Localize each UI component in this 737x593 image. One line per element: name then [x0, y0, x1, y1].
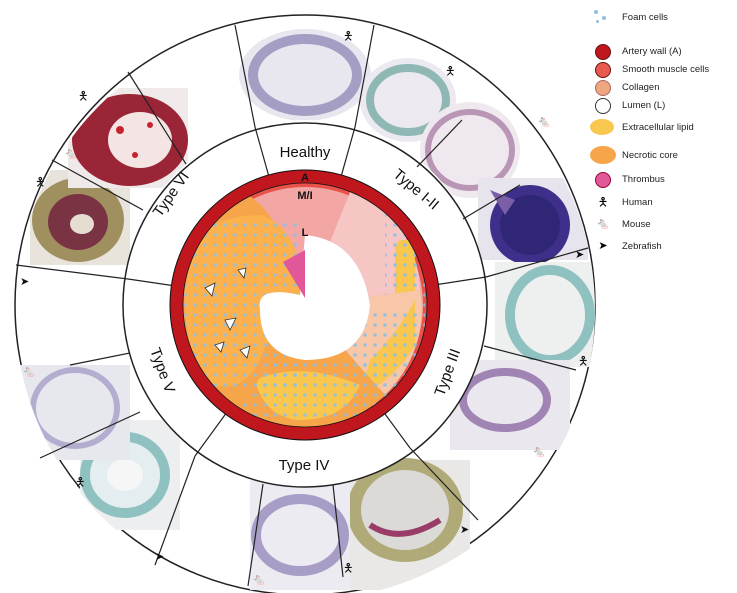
legend-label: Human — [622, 197, 653, 208]
label-media-intima: M/I — [297, 190, 312, 202]
lumen-swatch — [595, 98, 611, 114]
foam-cells-icon — [590, 8, 616, 26]
lipid-swatch — [590, 119, 614, 135]
legend-item-mouse: 🐁 Mouse — [590, 215, 651, 233]
zebrafish-icon: ➤ — [590, 237, 616, 255]
human-icon: 🯅 — [445, 64, 456, 78]
mouse-icon: 🐁 — [252, 573, 266, 586]
legend-item-thrombus: Thrombus — [590, 170, 665, 188]
mouse-icon: 🐁 — [590, 215, 616, 233]
legend-label: Artery wall (A) — [622, 46, 682, 57]
human-icon: 🯅 — [590, 193, 616, 211]
mouse-icon: 🐁 — [532, 445, 546, 458]
artery-wall-swatch — [595, 44, 611, 60]
legend-label: Collagen — [622, 82, 660, 93]
human-icon: 🯅 — [578, 354, 589, 368]
human-icon: 🯅 — [343, 29, 354, 43]
mouse-icon: 🐁 — [22, 365, 36, 378]
legend-item-foam-cells: Foam cells — [590, 8, 668, 26]
legend-label: Extracellular lipid — [622, 122, 694, 133]
thrombus-swatch — [595, 172, 611, 188]
legend-label: Mouse — [622, 219, 651, 230]
legend-item-necrotic-core: Necrotic core — [590, 146, 678, 164]
stage-type-4: Type IV — [279, 457, 330, 474]
legend-label: Necrotic core — [622, 150, 678, 161]
stage-healthy: Healthy — [280, 144, 331, 161]
mouse-icon: 🐁 — [537, 115, 551, 128]
collagen-swatch — [595, 80, 611, 96]
human-icon: 🯅 — [35, 175, 46, 189]
label-adventitia: A — [301, 172, 309, 184]
legend-item-extracellular-lipid: Extracellular lipid — [590, 118, 694, 136]
zebrafish-icon: ➤ — [20, 275, 29, 288]
mouse-icon: 🐁 — [64, 147, 78, 160]
legend-item-zebrafish: ➤ Zebrafish — [590, 237, 662, 255]
legend-item-human: 🯅 Human — [590, 193, 653, 211]
zebrafish-icon: ➤ — [575, 248, 584, 261]
legend-item-artery-wall: Artery wall (A) — [590, 42, 682, 60]
necrotic-core-swatch — [590, 146, 616, 164]
human-icon: 🯅 — [75, 475, 86, 489]
human-icon: 🯅 — [78, 89, 89, 103]
legend-label: Zebrafish — [622, 241, 662, 252]
legend-item-smooth-muscle: Smooth muscle cells — [590, 60, 709, 78]
legend-label: Thrombus — [622, 174, 665, 185]
label-lumen: L — [302, 227, 309, 239]
smooth-muscle-swatch — [595, 62, 611, 78]
legend-label: Lumen (L) — [622, 100, 665, 111]
legend-item-lumen: Lumen (L) — [590, 96, 665, 114]
zebrafish-icon: ➤ — [155, 550, 164, 563]
legend-label: Foam cells — [622, 12, 668, 23]
histology-type3-human — [495, 262, 595, 367]
histology-type4-human — [347, 458, 470, 590]
histology-type5-mouse — [20, 365, 130, 460]
human-icon: 🯅 — [343, 561, 354, 575]
legend-item-collagen: Collagen — [590, 78, 660, 96]
legend-label: Smooth muscle cells — [622, 64, 709, 75]
zebrafish-icon: ➤ — [460, 523, 469, 536]
